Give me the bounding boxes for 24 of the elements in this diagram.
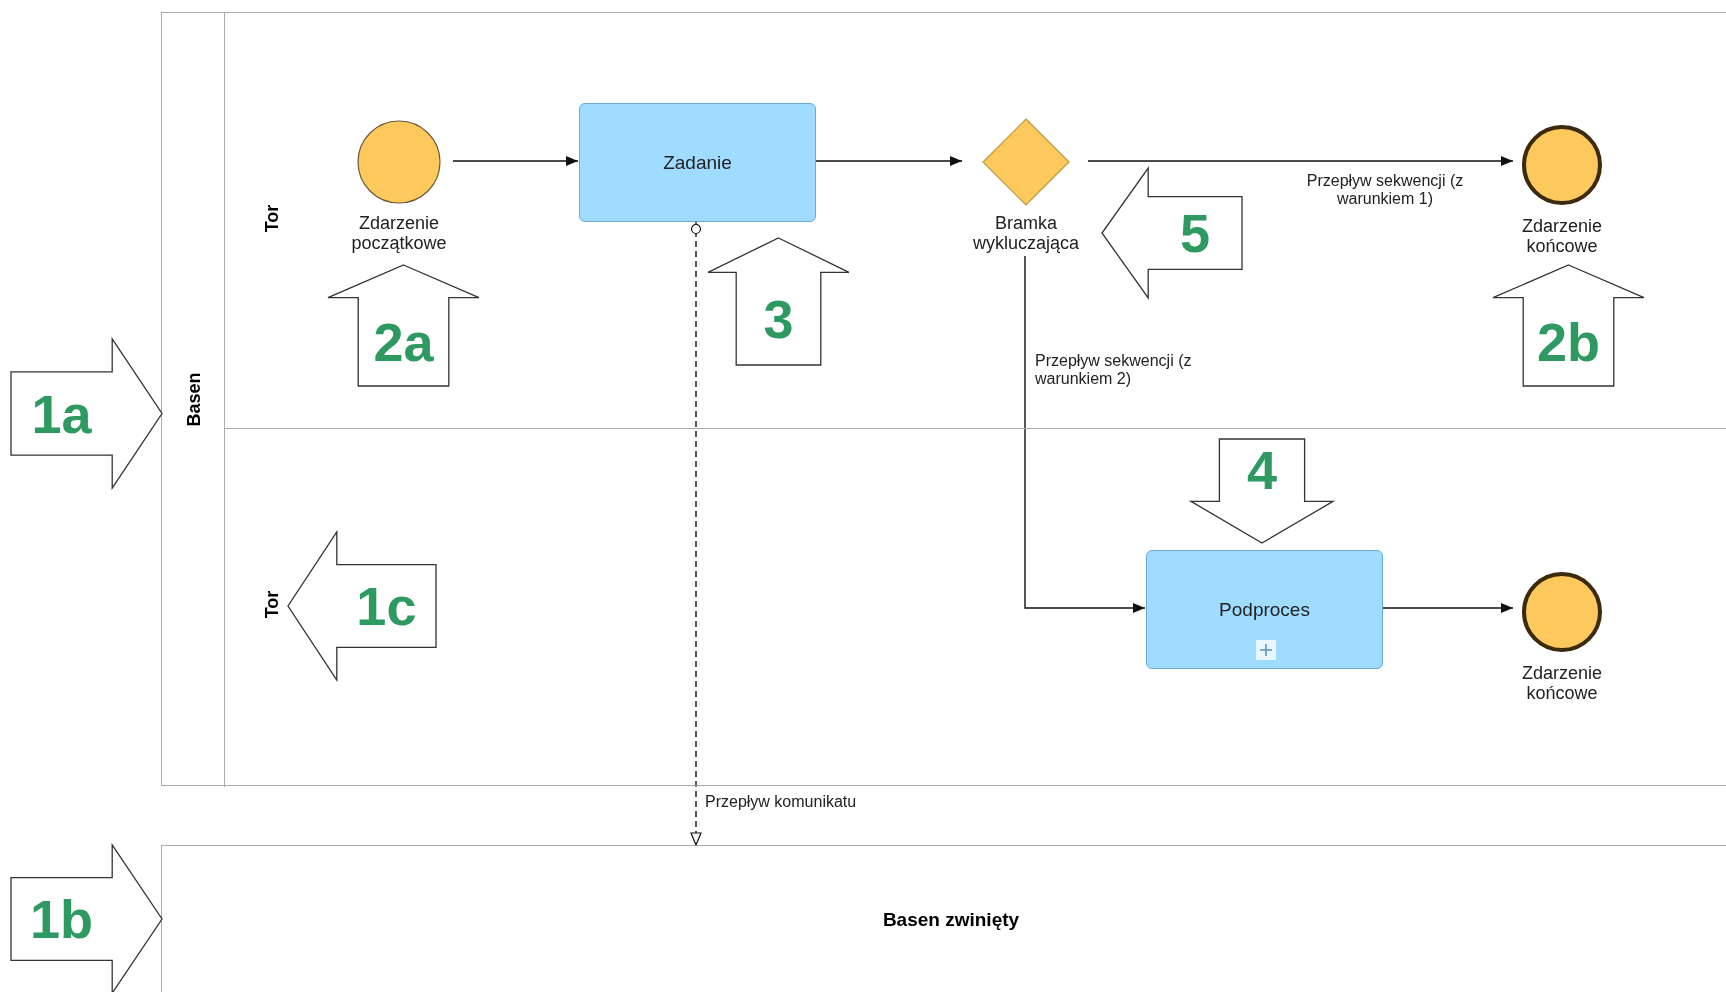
callout-number: 5 [1179, 205, 1212, 261]
callout-number: 3 [762, 290, 795, 347]
callout-number: 1c [355, 578, 418, 634]
event-label: Bramka wykluczająca [971, 213, 1080, 253]
sequence-flow-arrow [1087, 156, 1514, 166]
pool-label: Basen zwinięty [881, 909, 1021, 931]
sequence-flow-arrow [452, 156, 579, 166]
sequence-flow-arrow [1024, 255, 1146, 613]
event-label: Zdarzenie początkowe [350, 213, 448, 253]
callout-number: 2a [372, 313, 435, 370]
event-label: Zdarzenie końcowe [1520, 663, 1603, 703]
callout-number: 1b [29, 891, 95, 947]
pool-label: Basen [183, 371, 205, 429]
callout-number: 1a [30, 385, 93, 442]
lane-label: Tor [261, 203, 283, 235]
sequence-flow-arrow [1381, 603, 1514, 613]
task-box: Zadanie [579, 103, 816, 222]
message-flow-arrow [690, 220, 702, 846]
sequence-flow-arrow [814, 156, 963, 166]
subprocess-box: Podproces [1146, 550, 1383, 669]
callout-number: 4 [1245, 442, 1278, 499]
lane-label: Tor [261, 589, 283, 621]
callout-number: 2b [1535, 313, 1601, 370]
event-label: Zdarzenie końcowe [1520, 216, 1603, 256]
